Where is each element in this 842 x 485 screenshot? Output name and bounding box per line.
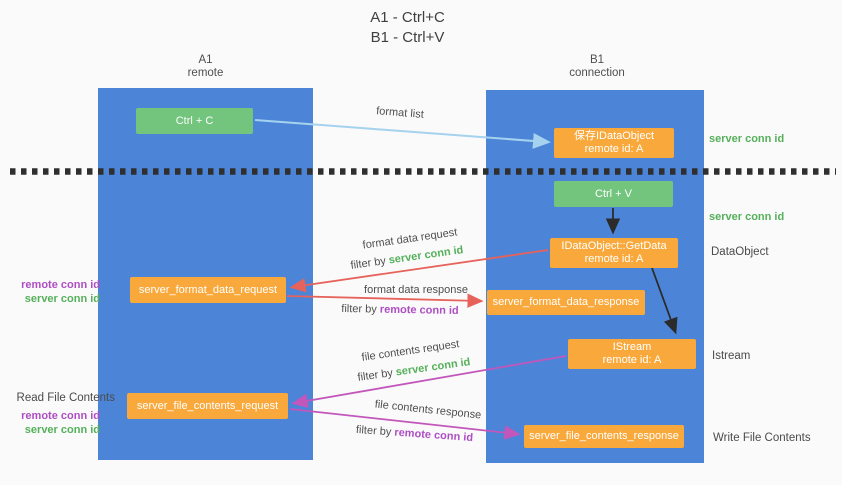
filter-by-text: filter by: [341, 302, 377, 316]
remote-conn-id-text: remote conn id: [379, 303, 459, 318]
side-istream: Istream: [712, 350, 751, 362]
node-file-request-label: server_file_contents_request: [136, 399, 279, 412]
node-getdata-line1: IDataObject::GetData: [561, 240, 667, 252]
title-line-1: A1 - Ctrl+C: [370, 9, 445, 26]
node-file-response-label: server_file_contents_response: [529, 430, 679, 442]
format-data-response-arrow: [286, 293, 484, 308]
node-save-dataobject-line1: 保存IDataObject: [573, 130, 655, 142]
lane-a1-sub: remote: [187, 67, 224, 79]
label-filter-by-remote-conn-id-2: filter by remote conn id: [352, 424, 478, 445]
side-dataobject: DataObject: [711, 246, 769, 258]
node-ctrl-c: Ctrl + C: [136, 108, 253, 134]
filter-by-text: filter by: [355, 423, 392, 439]
lane-a1-id: A1: [198, 54, 213, 66]
lane-header-a1: A1 remote: [98, 54, 313, 80]
lane-b1-sub: connection: [569, 67, 625, 79]
node-istream: IStream remote id: A: [568, 339, 696, 369]
label-format-data-response-text: format data response: [364, 284, 468, 296]
label-format-list-text: format list: [375, 105, 425, 121]
node-save-dataobject-line2: remote id: A: [584, 143, 644, 155]
server-conn-id-text: server conn id: [387, 244, 465, 267]
side-server-conn-id-1: server conn id: [24, 293, 100, 305]
side-server-conn-id-top: server conn id: [709, 133, 785, 145]
node-ctrl-c-label: Ctrl + C: [175, 114, 214, 127]
node-idataobject-getdata: IDataObject::GetData remote id: A: [550, 238, 678, 268]
remote-conn-id-text: remote conn id: [393, 426, 474, 445]
title-line-2: B1 - Ctrl+V: [370, 29, 445, 46]
side-read-file-contents: Read File Contents: [16, 392, 115, 404]
label-filter-by-remote-conn-id-1: filter by remote conn id: [340, 303, 460, 317]
label-format-list: format list: [345, 103, 456, 124]
diagram-title: A1 - Ctrl+C B1 - Ctrl+V: [300, 8, 515, 48]
label-file-contents-response-text: file contents response: [374, 398, 482, 422]
side-write-file-contents: Write File Contents: [713, 432, 811, 444]
node-istream-line1: IStream: [612, 341, 652, 353]
node-ctrl-v-label: Ctrl + V: [595, 187, 632, 200]
node-format-response-label: server_format_data_response: [492, 296, 640, 308]
side-server-conn-id-2: server conn id: [24, 424, 100, 436]
label-file-contents-response: file contents response: [372, 398, 485, 422]
lane-header-b1: B1 connection: [488, 54, 706, 80]
node-server-format-data-response: server_format_data_response: [487, 290, 645, 315]
node-ctrl-v: Ctrl + V: [554, 181, 673, 207]
node-getdata-line2: remote id: A: [584, 253, 644, 265]
node-server-file-contents-response: server_file_contents_response: [524, 425, 684, 448]
filter-by-text: filter by: [356, 367, 394, 384]
server-conn-id-text: server conn id: [394, 356, 472, 379]
node-server-file-contents-request: server_file_contents_request: [127, 393, 288, 419]
side-server-conn-id-mid: server conn id: [709, 211, 785, 223]
node-istream-line2: remote id: A: [602, 354, 662, 366]
lane-b1-id: B1: [589, 54, 605, 66]
side-remote-conn-id-2: remote conn id: [21, 410, 100, 422]
node-save-dataobject: 保存IDataObject remote id: A: [554, 128, 674, 158]
node-format-request-label: server_format_data_request: [138, 283, 278, 296]
side-remote-conn-id-1: remote conn id: [21, 279, 100, 291]
node-server-format-data-request: server_format_data_request: [130, 277, 286, 303]
filter-by-text: filter by: [349, 255, 387, 272]
label-format-data-response: format data response: [360, 284, 472, 296]
